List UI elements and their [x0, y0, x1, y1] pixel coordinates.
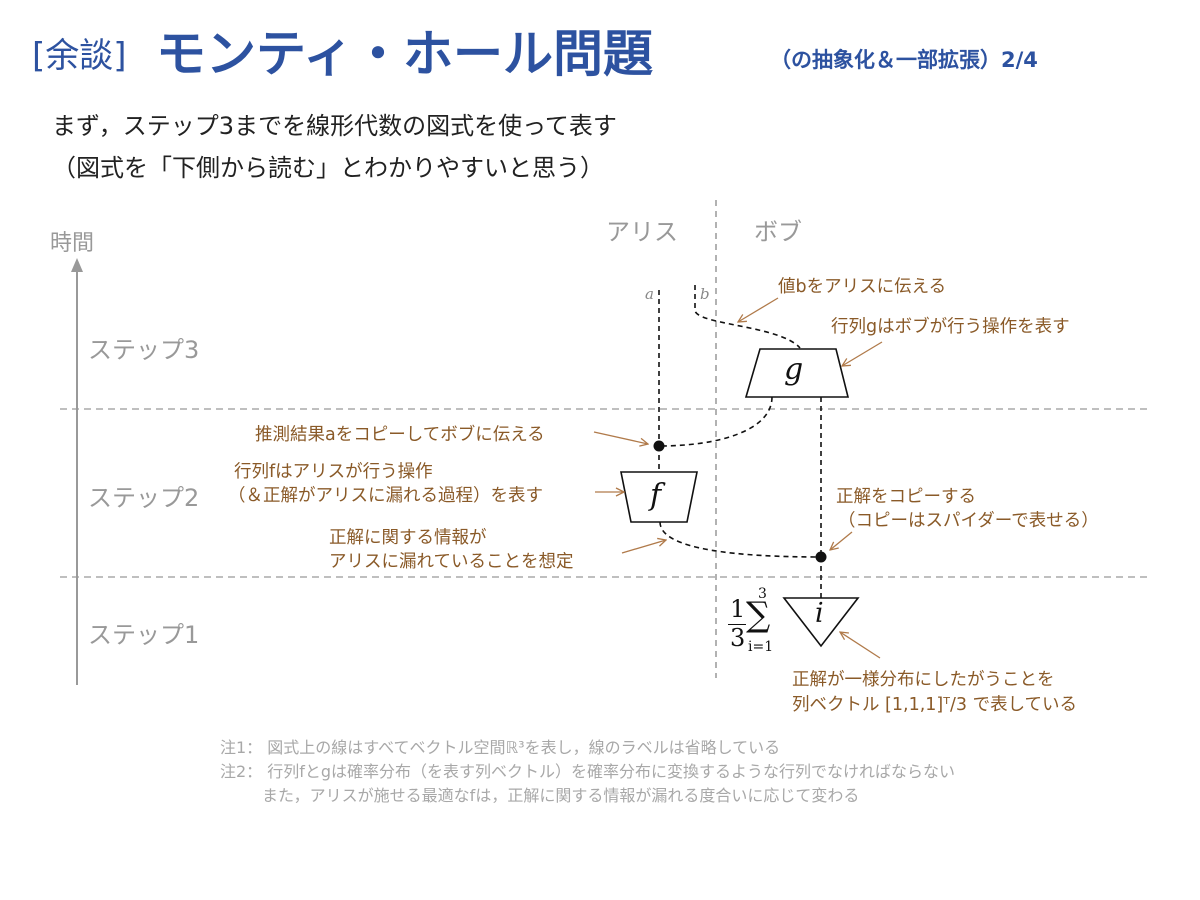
annotation-copy-answer-line1: 正解をコピーする	[836, 487, 976, 507]
page-subtitle: （の抽象化＆一部拡張）2/4	[770, 48, 1038, 72]
annotation-guess-copy: 推測結果aをコピーしてボブに伝える	[255, 425, 545, 445]
lane-label-bob: ボブ	[754, 218, 802, 246]
copy-dot-a	[653, 440, 665, 452]
box-i	[782, 597, 860, 648]
title-bracket: [余談]	[32, 36, 127, 76]
annotation-leak-line1: 正解に関する情報が	[329, 528, 487, 548]
step-3-label: ステップ3	[88, 336, 200, 364]
annotation-matrix-g: 行列gはボブが行う操作を表す	[831, 317, 1070, 337]
arrow-leak	[621, 540, 666, 554]
wire-g-to-copy	[658, 396, 773, 447]
annotation-leak-line2: アリスに漏れていることを想定	[329, 552, 574, 572]
note-1: 注1： 図式上の線はすべてベクトル空間ℝ³を表し，線のラベルは省略している	[220, 738, 781, 757]
sum-lower-limit: i=1	[748, 639, 774, 655]
intro-line-1: まず，ステップ3までを線形代数の図式を使って表す	[52, 112, 617, 140]
wire-f-to-spider	[659, 521, 822, 558]
note-2: 注2： 行列fとgは確率分布（を表す列ベクトル）を確率分布に変換するような行列で…	[220, 762, 956, 781]
arrow-pass-b	[738, 297, 779, 322]
step-2-label: ステップ2	[88, 484, 200, 512]
note-3: また，アリスが施せる最適なfは，正解に関する情報が漏れる度合いに応じて変わる	[262, 786, 860, 805]
box-f	[620, 471, 698, 523]
arrow-guess-copy	[593, 431, 648, 444]
wire-b	[694, 285, 801, 349]
arrow-uniform	[840, 632, 881, 659]
box-i-label: i	[815, 598, 824, 629]
arrow-copy-answer	[830, 531, 853, 550]
box-g	[744, 348, 850, 398]
sum-fraction-numerator: 1	[730, 595, 746, 623]
arrow-matrix-g	[842, 341, 883, 366]
sum-fraction-denominator: 3	[730, 624, 746, 652]
time-axis-label: 時間	[50, 231, 95, 256]
annotation-matrix-f-line1: 行列fはアリスが行う操作	[234, 462, 433, 482]
annotation-matrix-f-line2: （＆正解がアリスに漏れる過程）を表す	[228, 486, 543, 506]
box-f-label: f	[650, 478, 662, 513]
annotation-uniform-line1: 正解が一様分布にしたがうことを	[792, 670, 1055, 690]
annotation-uniform-line2: 列ベクトル [1,1,1]ᵀ/3 で表している	[792, 695, 1078, 715]
annotation-pass-b: 値bをアリスに伝える	[778, 277, 947, 297]
intro-line-2: （図式を「下側から読む」とわかりやすいと思う）	[52, 154, 604, 182]
sum-upper-limit: 3	[758, 586, 767, 602]
box-g-label: g	[784, 352, 804, 387]
spider-dot	[815, 551, 827, 563]
wire-label-a: a	[645, 285, 654, 303]
time-axis-arrowhead	[71, 258, 83, 272]
wire-label-b: b	[700, 285, 710, 303]
sum-sigma: ∑	[746, 595, 771, 635]
page-title: モンティ・ホール問題	[156, 25, 653, 83]
annotation-copy-answer-line2: （コピーはスパイダーで表せる）	[838, 511, 1099, 531]
lane-label-alice: アリス	[606, 218, 678, 246]
sum-fraction-bar	[728, 624, 746, 625]
step-1-label: ステップ1	[88, 621, 200, 649]
